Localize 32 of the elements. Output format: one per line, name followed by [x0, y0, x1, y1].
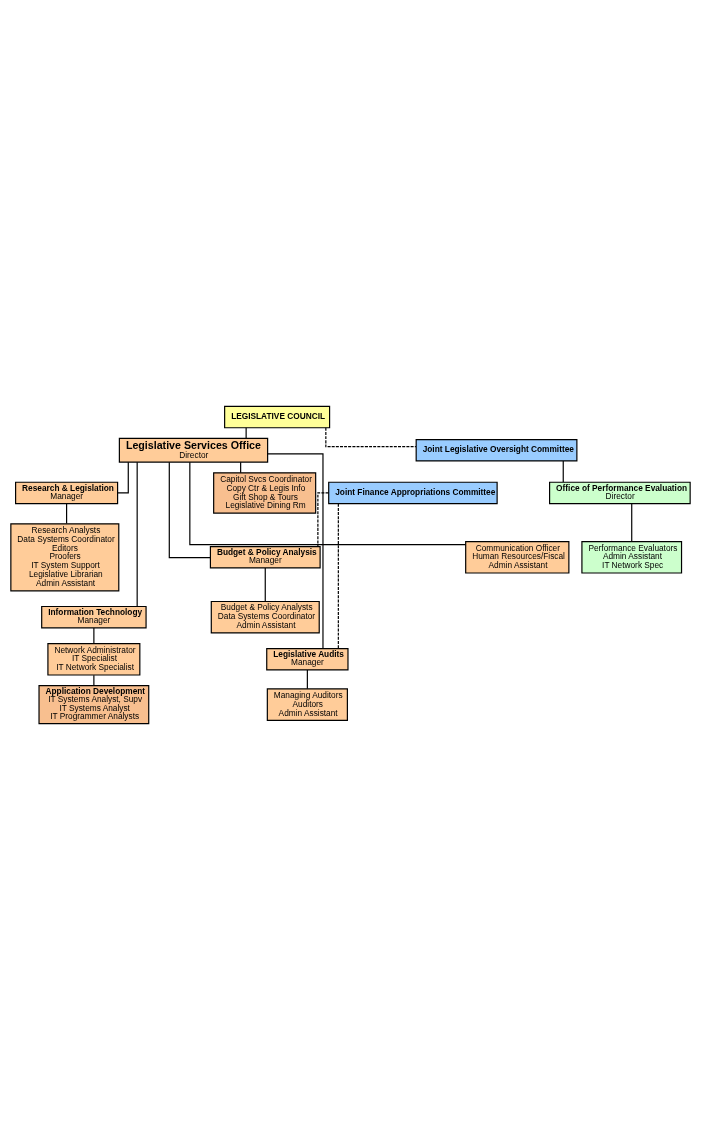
node-box: Legislative Services Office Director: [118, 437, 269, 463]
connector: [337, 503, 339, 650]
connector: [267, 453, 324, 650]
connector: [325, 427, 417, 448]
connector: [93, 674, 95, 687]
connector: [264, 567, 266, 602]
connector: [631, 503, 633, 543]
connector: [562, 460, 564, 483]
node-box: Information Technology Manager: [41, 605, 147, 629]
node-box: Budget & Policy Analysts Data Systems Coordinator Admin Assistant: [210, 600, 320, 634]
node-box: Joint Finance Appropriations Committee: [328, 481, 498, 505]
node-box: Research & Legislation Manager: [15, 481, 119, 505]
node-box: Budget & Policy Analysis Manager: [209, 546, 321, 569]
connector: [306, 669, 308, 690]
node-box: Communication Officer Human Resources/Fiscal Admin Assistant: [465, 541, 570, 574]
node-box: LEGISLATIVE COUNCIL: [224, 405, 331, 429]
node-box: Application Development IT Systems Analyst, Supv IT Systems Analyst IT Programmer Analysts: [38, 685, 150, 725]
connector: [317, 492, 330, 547]
node-box: Legislative Audits Manager: [266, 648, 349, 671]
node-box: Research Analysts Data Systems Coordinator Editors Proofers IT System Support Legislative Librarian Admin Assistant: [10, 523, 120, 592]
node-box: Performance Evaluators Admin Assistant IT Network Spec: [581, 541, 683, 574]
node-box: Office of Performance Evaluation Director: [549, 481, 691, 505]
node-box: Joint Legislative Oversight Committee: [415, 439, 578, 462]
node-box: Network Administrator IT Specialist IT Network Specialist: [47, 642, 141, 676]
connector: [117, 461, 129, 494]
connector: [136, 461, 138, 607]
connector: [168, 461, 211, 559]
node-box: Managing Auditors Auditors Admin Assistant: [266, 688, 348, 721]
node-box: Capitol Svcs Coordinator Copy Ctr & Legis Info Gift Shop & Tours Legislative Dining Rm: [213, 472, 317, 514]
connector: [93, 627, 95, 645]
connector: [66, 503, 68, 525]
connector: [245, 427, 247, 439]
